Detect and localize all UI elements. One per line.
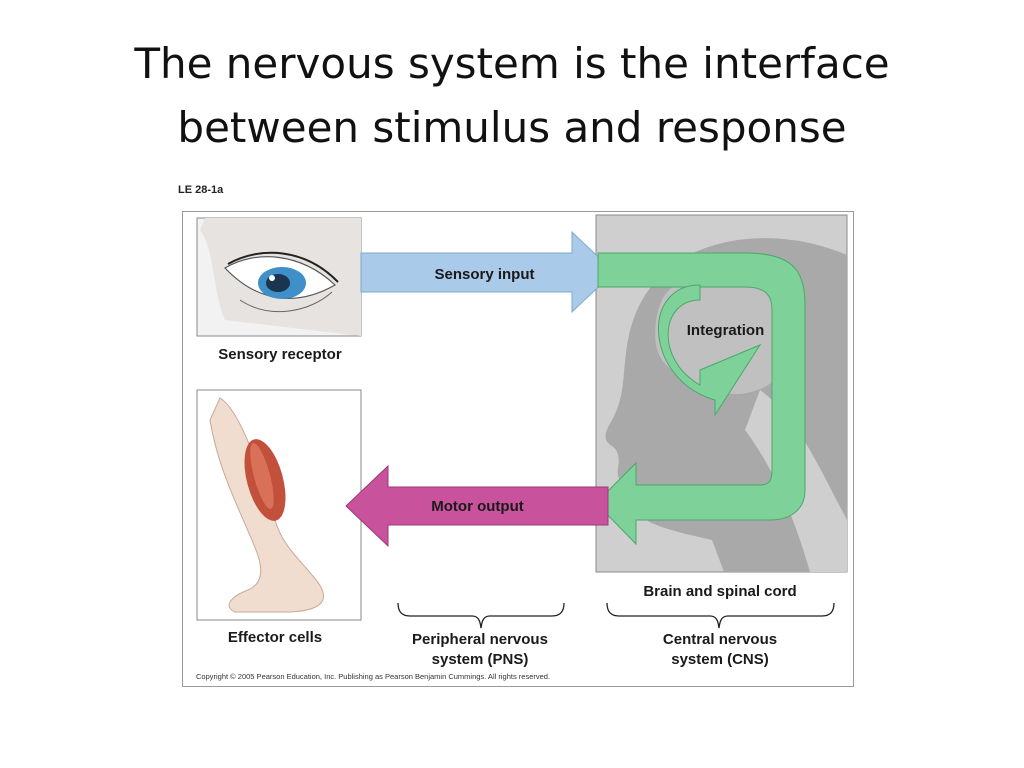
- motor-output-arrow: [345, 464, 609, 548]
- copyright-notice: Copyright © 2005 Pearson Education, Inc.…: [196, 672, 551, 681]
- brain-spinal-cord-label: Brain and spinal cord: [643, 583, 797, 600]
- motor-output-label: Motor output: [431, 498, 524, 515]
- figure-id-label: LE 28-1a: [178, 184, 224, 196]
- eye-image: [196, 217, 362, 337]
- slide-title: The nervous system is the interface betw…: [40, 32, 984, 160]
- integration-inner-arrow: [658, 284, 762, 417]
- pns-label: Peripheral nervous system (PNS): [385, 630, 575, 670]
- sensory-receptor-label: Sensory receptor: [218, 346, 342, 363]
- cns-label-line-2: system (CNS): [671, 651, 769, 668]
- cns-label-line-1: Central nervous: [662, 631, 778, 648]
- pns-label-line-2: system (PNS): [431, 651, 529, 668]
- integration-label: Integration: [686, 322, 765, 339]
- cns-label: Central nervous system (CNS): [625, 630, 815, 670]
- cns-brace: [606, 602, 835, 629]
- leg-image: [196, 389, 362, 621]
- sensory-input-label: Sensory input: [434, 266, 535, 283]
- slide-title-line-1: The nervous system is the interface: [134, 39, 890, 88]
- pns-brace: [397, 602, 565, 629]
- integration-arrow: [595, 252, 806, 546]
- slide-title-line-2: between stimulus and response: [177, 103, 847, 152]
- effector-cells-label: Effector cells: [227, 629, 323, 646]
- sensory-input-arrow: [360, 230, 615, 314]
- pns-label-line-1: Peripheral nervous: [412, 631, 548, 648]
